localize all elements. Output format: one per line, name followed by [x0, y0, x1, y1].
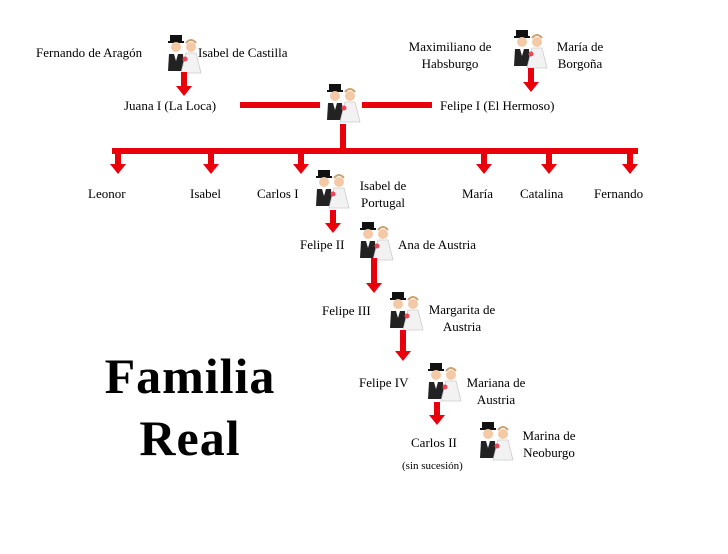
wedding-couple-icon: [324, 82, 362, 124]
drop-line: [546, 150, 552, 166]
drop-line: [298, 150, 304, 166]
page-title: Familia Real: [70, 345, 310, 469]
child-carlos-i: Carlos I: [257, 186, 299, 201]
connector-line: [181, 72, 187, 86]
felipe-iv-label: Felipe IV: [359, 375, 409, 390]
felipe-ii-label: Felipe II: [300, 237, 345, 252]
wedding-couple-icon: [313, 168, 351, 210]
connector-arrow: [523, 82, 539, 92]
wedding-couple-icon: [425, 361, 463, 403]
children-bar: [112, 148, 638, 154]
wedding-couple-icon: [511, 28, 549, 70]
drop-line: [208, 150, 214, 166]
carlos-ii-label: Carlos II: [411, 435, 457, 450]
wedding-couple-icon: [165, 33, 203, 75]
connector-arrow: [366, 283, 382, 293]
drop-arrow: [110, 164, 126, 174]
child-catalina: Catalina: [520, 186, 564, 201]
drop-arrow: [293, 164, 309, 174]
connector-line: [528, 68, 534, 82]
title-line-2: Real: [139, 410, 241, 466]
wedding-couple-icon: [357, 220, 395, 262]
isabel-de-portugal-label: Isabel de Portugal: [359, 178, 407, 210]
sin-sucesion-note: (sin sucesión): [402, 460, 463, 472]
felipe-i-label: Felipe I (El Hermoso): [440, 98, 555, 113]
felipe-iii-label: Felipe III: [322, 303, 371, 318]
drop-line: [627, 150, 633, 166]
child-maria: María: [462, 186, 494, 201]
fernando-de-aragon-label: Fernando de Aragón: [36, 45, 143, 60]
connector-arrow: [176, 86, 192, 96]
drop-arrow: [203, 164, 219, 174]
connector-line: [340, 124, 346, 150]
connector-line: [400, 330, 406, 352]
connector-line: [330, 210, 336, 224]
title-line-1: Familia: [104, 348, 276, 404]
connector-arrow: [395, 351, 411, 361]
connector-arrow: [429, 415, 445, 425]
connector-line: [371, 258, 377, 284]
drop-arrow: [541, 164, 557, 174]
maximiliano-label: Maximiliano de Habsburgo: [408, 39, 492, 71]
wedding-couple-icon: [387, 290, 425, 332]
drop-arrow: [622, 164, 638, 174]
marriage-line-right: [362, 102, 432, 108]
connector-arrow: [325, 223, 341, 233]
wedding-couple-icon: [477, 420, 515, 462]
child-leonor: Leonor: [88, 186, 126, 201]
ana-de-austria-label: Ana de Austria: [398, 237, 476, 252]
drop-line: [115, 150, 121, 166]
mariana-de-austria-label: Mariana de Austria: [466, 375, 526, 407]
juana-label: Juana I (La Loca): [124, 98, 217, 113]
margarita-de-austria-label: Margarita de Austria: [428, 302, 496, 334]
drop-line: [481, 150, 487, 166]
child-isabel: Isabel: [190, 186, 222, 201]
isabel-de-castilla-label: Isabel de Castilla: [198, 45, 288, 60]
marriage-line-left: [240, 102, 320, 108]
maria-de-borgona-label: María de Borgoña: [556, 39, 604, 71]
child-fernando: Fernando: [594, 186, 644, 201]
connector-line: [434, 402, 440, 416]
drop-arrow: [476, 164, 492, 174]
marina-de-neoburgo-label: Marina de Neoburgo: [522, 428, 576, 460]
